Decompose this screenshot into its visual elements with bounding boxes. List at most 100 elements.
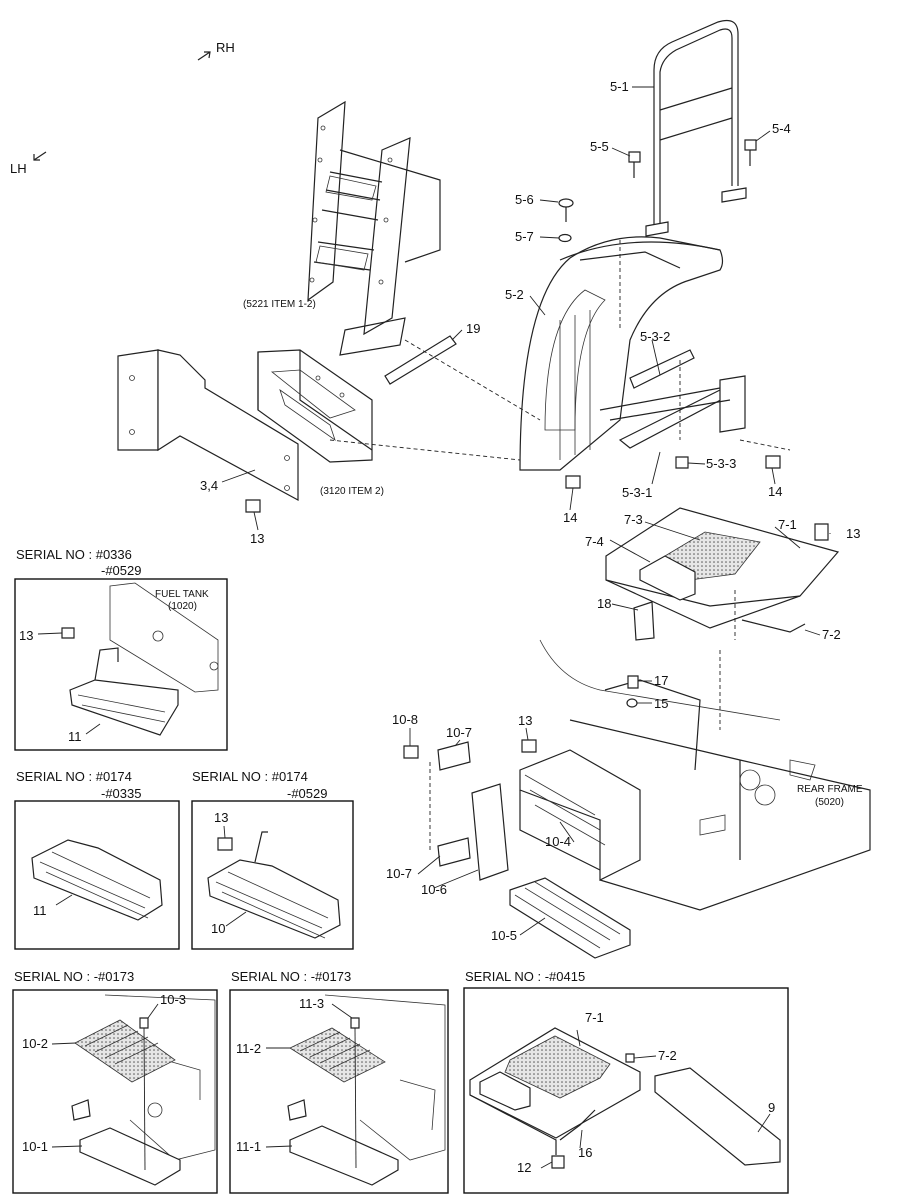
label-5-3-1: 5-3-1: [622, 485, 652, 500]
bolt-13-a: [245, 499, 261, 513]
fender: [519, 236, 724, 471]
inset-d-serial-1: SERIAL NO : -#0173: [14, 969, 134, 984]
nut-15: [626, 698, 638, 708]
label-13-b: 13: [846, 526, 860, 541]
inset-e-label-11-1: 11-1: [236, 1139, 261, 1154]
inset-f-label-9: 9: [768, 1100, 775, 1115]
label-5-1: 5-1: [610, 79, 629, 94]
rh-label: RH: [216, 40, 235, 55]
inset-b: SERIAL NO : #0174 -#0335 11: [14, 769, 180, 950]
inset-e-label-11-2: 11-2: [236, 1041, 261, 1056]
inset-d-frame: [12, 989, 218, 1194]
label-5-5: 5-5: [590, 139, 609, 154]
rear-frame: REAR FRAME (5020): [539, 639, 871, 911]
label-3-4: 3,4: [200, 478, 218, 493]
bolt-13-c: [521, 739, 537, 753]
label-13-c: 13: [518, 713, 532, 728]
inset-d-label-10-3: 10-3: [160, 992, 186, 1007]
label-10-7-b: 10-7: [386, 866, 412, 881]
bolt-14-b: [765, 455, 781, 469]
bolt-5-5: [628, 151, 641, 178]
label-10-7-a: 10-7: [446, 725, 472, 740]
label-7-4: 7-4: [585, 534, 604, 549]
side-plate: [117, 349, 299, 502]
strap-19: [384, 335, 457, 385]
label-5-2: 5-2: [505, 287, 524, 302]
label-14-b: 14: [768, 484, 782, 499]
bolt-14-a: [565, 475, 581, 489]
label-14-a: 14: [563, 510, 577, 525]
label-7-1: 7-1: [778, 517, 797, 532]
inset-a-fuel-tank: [109, 582, 219, 693]
label-18: 18: [597, 596, 611, 611]
clip-18: [633, 601, 655, 641]
inset-f-bracket-9: [654, 1067, 781, 1166]
inset-f: SERIAL NO : -#0415 7-1 7-2 9 12 16: [463, 969, 789, 1194]
inset-c: SERIAL NO : #0174 -#0529 13 10: [191, 769, 354, 950]
inset-b-frame: [14, 800, 180, 950]
label-10-5: 10-5: [491, 928, 517, 943]
label-5-4: 5-4: [772, 121, 791, 136]
leader-lines: [221, 86, 831, 936]
inset-a-serial-2: -#0529: [101, 563, 141, 578]
inset-b-serial-2: -#0335: [101, 786, 141, 801]
inset-a-label-11: 11: [68, 729, 82, 744]
inset-c-frame: [191, 800, 354, 950]
plate-10-7-a: [437, 741, 471, 771]
inset-a: SERIAL NO : #0336 -#0529 FUEL TANK (1020…: [14, 547, 228, 751]
inset-e-bracket-11-1: [289, 1125, 399, 1186]
direction-lh: LH: [10, 151, 47, 176]
ladder-frame: (5221 ITEM 1-2): [243, 100, 441, 356]
note-3120: (3120 ITEM 2): [320, 486, 384, 497]
inset-e-serial-1: SERIAL NO : -#0173: [231, 969, 351, 984]
label-5-6: 5-6: [515, 192, 534, 207]
inset-a-fuel-1: FUEL TANK: [155, 589, 209, 600]
lh-label: LH: [10, 161, 27, 176]
inset-d-label-10-1: 10-1: [22, 1139, 48, 1154]
note-rear-frame-2: (5020): [815, 797, 844, 808]
step-10-4: [519, 749, 641, 881]
inset-f-serial-1: SERIAL NO : -#0415: [465, 969, 585, 984]
inset-b-label-11: 11: [33, 903, 47, 918]
bolt-5-4: [744, 139, 757, 166]
bolt-10-8: [403, 745, 419, 759]
washer-5-7: [558, 233, 572, 243]
inset-d-bracket-10-1: [79, 1127, 181, 1186]
harness-7-2: [741, 619, 806, 633]
direction-rh: RH: [197, 40, 235, 61]
bolt-5-3-3: [675, 456, 689, 469]
bracket-assembly: [599, 349, 746, 449]
inset-d-label-10-2: 10-2: [22, 1036, 48, 1051]
inset-e: SERIAL NO : -#0173 11-3 11-2 11-1: [229, 969, 449, 1194]
label-17: 17: [654, 673, 668, 688]
inset-a-serial-1: SERIAL NO : #0336: [16, 547, 132, 562]
label-5-7: 5-7: [515, 229, 534, 244]
inset-d-grate-10-2: [74, 1019, 176, 1083]
inset-e-frame: [229, 989, 449, 1194]
inset-f-label-7-2: 7-2: [658, 1048, 677, 1063]
step-10-5: [509, 877, 631, 959]
inset-f-frame: [463, 987, 789, 1194]
label-5-3-2: 5-3-2: [640, 329, 670, 344]
inset-c-label-10: 10: [211, 921, 225, 936]
label-19: 19: [466, 321, 480, 336]
label-7-3: 7-3: [624, 512, 643, 527]
inset-c-label-13: 13: [214, 810, 228, 825]
step-plate: [605, 507, 840, 640]
inset-f-label-7-1: 7-1: [585, 1010, 604, 1025]
inset-c-step-10: [207, 859, 341, 939]
inset-d: SERIAL NO : -#0173 10-3 10-2 10-1: [12, 969, 218, 1194]
handrail: [645, 19, 747, 237]
inset-a-frame: [14, 578, 228, 751]
main-labels: 5-1 5-4 5-5 5-6 5-7 5-2 5-3-2 5-3-3 5-3-…: [200, 79, 860, 943]
inset-a-label-13: 13: [19, 628, 33, 643]
bolt-17: [627, 675, 639, 689]
inset-b-step-11: [31, 839, 163, 921]
note-5221: (5221 ITEM 1-2): [243, 299, 316, 310]
inset-b-serial-1: SERIAL NO : #0174: [16, 769, 132, 784]
inset-c-serial-1: SERIAL NO : #0174: [192, 769, 308, 784]
bolt-5-6: [558, 198, 574, 222]
inset-a-step-11: [69, 679, 179, 736]
